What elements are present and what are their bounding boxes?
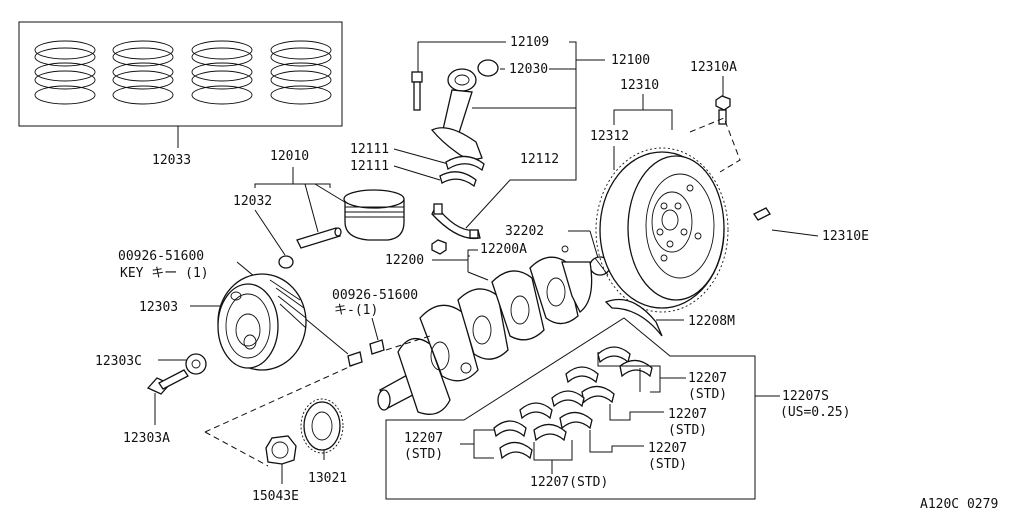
ring-set-1 [34,40,96,105]
label-13021: 13021 [308,471,347,486]
label-12310A: 12310A [690,60,737,75]
label-12303A: 12303A [123,431,170,446]
crankshaft-group: 32202 12200A 12200 [377,224,611,415]
rod-bearing-upper [439,171,477,188]
label-12310E: 12310E [822,229,869,244]
label-12207-4-std: (STD) [404,447,443,462]
label-12030: 12030 [509,62,548,77]
bearing-pair-1 [597,346,653,378]
label-12032: 12032 [233,194,272,209]
piston-ring-box [18,21,343,127]
rod-bolt [411,71,423,111]
connecting-rod [430,68,483,160]
label-12207-2-std: (STD) [668,423,707,438]
bearing-pair-4 [519,402,567,442]
woodruff-keys: 00926-51600 キ-(1) [332,288,418,367]
ring-set-4 [270,40,332,105]
bearing-pair-2 [565,366,615,404]
snap-ring [278,255,294,269]
label-12111-a: 12111 [350,142,389,157]
label-12207-1-std: (STD) [688,387,727,402]
main-bearing-set: 12207S (US=0.25) 12207 (STD) [385,317,850,500]
label-00926-51600-b: 00926-51600 [332,288,418,303]
spacer-15043E: 15043E [252,435,299,504]
bearing-pair-3 [551,390,593,430]
label-key-qty: KEY キー (1) [120,266,209,281]
label-15043E: 15043E [252,489,299,504]
pulley-bolt: 12303A [123,369,189,446]
label-12112: 12112 [520,152,559,167]
label-12303C: 12303C [95,354,142,369]
piston [343,189,405,241]
label-12111-b: 12111 [350,159,389,174]
rod-nut [431,239,447,255]
label-12207-3-std: (STD) [648,457,687,472]
crankshaft [377,256,593,415]
label-12207-4: 12207 [404,431,443,446]
flywheel-group: 12310A 12310 12312 [590,60,869,313]
label-12010: 12010 [270,149,309,164]
key-left [347,351,363,367]
ring-set-2 [112,40,174,105]
label-12100: 12100 [611,53,650,68]
connecting-rod-group: 12109 12100 12030 12111 12111 [350,35,650,255]
label-32202: 32202 [505,224,544,239]
piston-pin [296,227,342,249]
rod-cap [431,203,481,240]
label-12310: 12310 [620,78,659,93]
label-12200: 12200 [385,253,424,268]
pulley-washer: 12303C [95,353,207,375]
label-12200A: 12200A [480,242,527,257]
label-12207-5: 12207(STD) [530,475,608,490]
label-12207-1: 12207 [688,371,727,386]
label-12207S-us: (US=0.25) [780,405,850,420]
piston-ring-set: 12033 [18,21,343,168]
key-right [369,339,385,355]
label-00926-51600: 00926-51600 [118,249,204,264]
label-12312: 12312 [590,129,629,144]
ring-set-3 [191,40,253,105]
label-12207S: 12207S [782,389,829,404]
label-key-qty-b: キ-(1) [334,303,378,318]
crank-sprocket: 13021 [300,398,347,486]
flywheel [595,147,729,313]
rod-bearing-upper-2 [445,155,485,172]
label-12208M: 12208M [688,314,735,329]
thrust-bearing: 12208M [604,298,735,337]
label-12303: 12303 [139,300,178,315]
label-12109: 12109 [510,35,549,50]
label-12207-3: 12207 [648,441,687,456]
rod-bushing: 12030 [477,59,576,77]
crank-pulley: 12303 [139,273,307,371]
dowel-pin [753,207,771,221]
flywheel-bolt [715,95,731,125]
bearing-pair-5 [493,420,533,460]
diagram-code: A120C 0279 [920,497,998,512]
label-12207-2: 12207 [668,407,707,422]
piston-assembly: 12010 12032 [233,149,405,269]
label-12033: 12033 [152,153,191,168]
